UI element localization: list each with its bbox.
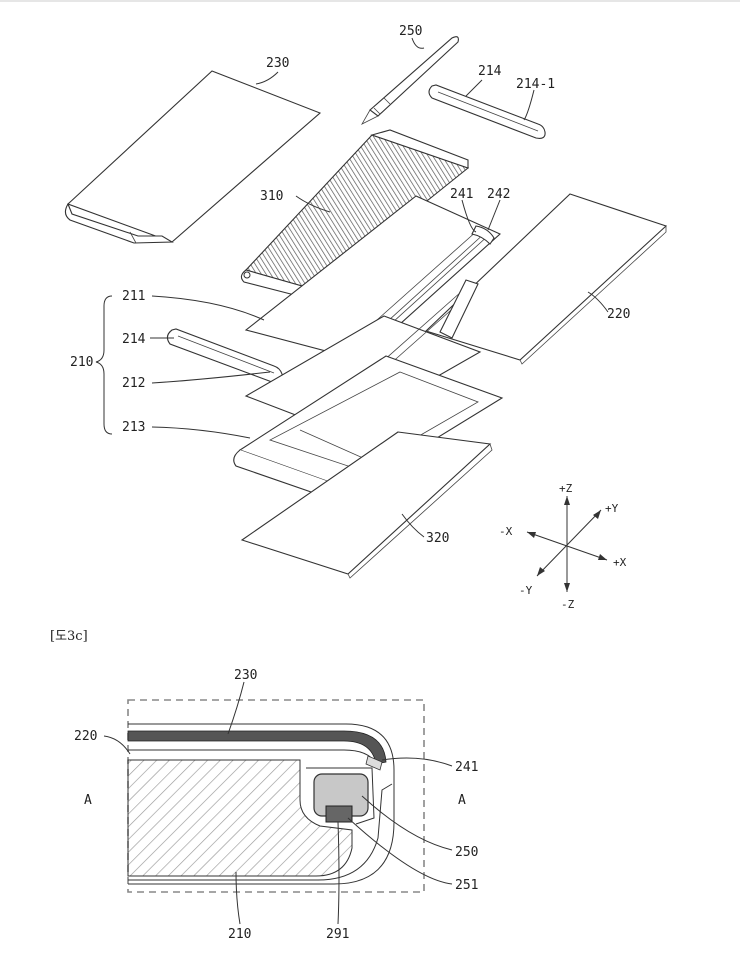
label-b-230: 230 [234,668,257,683]
cover-230 [64,70,322,244]
label-b-291: 291 [326,927,349,942]
label-214-1: 214-1 [516,77,555,92]
label-213: 213 [122,420,145,435]
brace-210 [95,295,113,435]
label-b-220: 220 [74,729,97,744]
figure-caption: [도3c] [50,629,88,644]
label-220: 220 [607,307,630,322]
label-a-left: A [84,793,92,808]
label-310: 310 [260,189,283,204]
label-b-241: 241 [455,760,478,775]
exploded-view: 250 230 214 214-1 310 241 242 220 211 21… [64,24,668,579]
axis-plus-x: +X [613,556,627,569]
axis-minus-x: -X [499,525,513,538]
plate-320 [240,431,493,579]
axis-triad: +Z +Y -X +X -Y -Z [499,482,627,611]
label-320: 320 [426,531,449,546]
band-230 [127,730,387,765]
pen-part-251 [325,805,353,823]
axis-plus-z: +Z [559,482,573,495]
label-b-250: 250 [455,845,478,860]
label-b-210: 210 [228,927,251,942]
axis-minus-z: -Z [561,598,575,611]
axis-plus-y: +Y [605,502,619,515]
label-b-251: 251 [455,878,478,893]
label-242: 242 [487,187,510,202]
leader-lines-top [150,37,609,538]
pen-250 [360,36,459,125]
section-view: 230 220 241 A A 250 251 210 291 [74,668,478,942]
label-230: 230 [266,56,289,71]
label-212: 212 [122,376,145,391]
axis-minus-y: -Y [519,584,533,597]
label-211: 211 [122,289,145,304]
label-250: 250 [399,24,422,39]
label-214-top: 214 [478,64,502,79]
label-a-right: A [458,793,466,808]
end-cap-214-top [428,84,546,139]
label-210: 210 [70,355,93,370]
label-214-left: 214 [122,332,146,347]
end-cap-214-left [166,328,283,383]
label-241: 241 [450,187,473,202]
body-210 [127,759,353,877]
